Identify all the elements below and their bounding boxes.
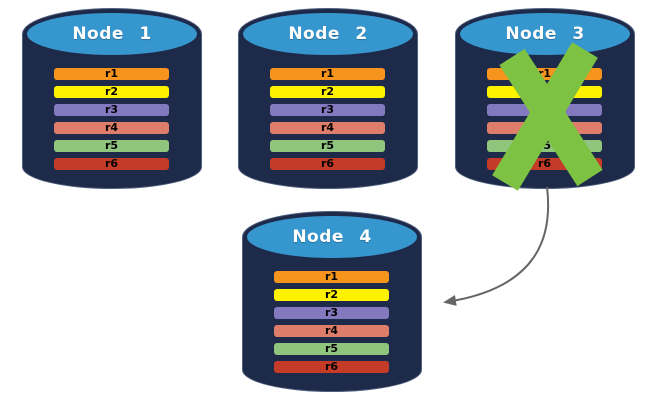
record-bar-r4: r4 — [54, 122, 169, 134]
record-bar-r2: r2 — [54, 86, 169, 98]
record-bar-r3: r3 — [54, 104, 169, 116]
node-1-cylinder-top: Node 1 — [27, 13, 197, 55]
node-failed-x-icon — [492, 42, 603, 191]
node-2-cylinder-top: Node 2 — [243, 13, 413, 55]
node-2-records: r1 r2 r3 r4 r5 r6 — [270, 68, 385, 170]
node-3-label: Node 3 — [505, 24, 585, 44]
record-bar-r5: r5 — [274, 343, 389, 355]
record-bar-r1: r1 — [270, 68, 385, 80]
node-1: Node 1 r1 r2 r3 r4 r5 r6 — [22, 8, 202, 189]
node-4-label: Node 4 — [292, 227, 372, 247]
record-bar-r4: r4 — [274, 325, 389, 337]
node-2-label: Node 2 — [288, 24, 368, 44]
node-1-records: r1 r2 r3 r4 r5 r6 — [54, 68, 169, 170]
record-bar-r6: r6 — [270, 158, 385, 170]
node-4-cylinder-top: Node 4 — [247, 216, 417, 258]
record-bar-r1: r1 — [274, 271, 389, 283]
record-bar-r4: r4 — [270, 122, 385, 134]
node-2: Node 2 r1 r2 r3 r4 r5 r6 — [238, 8, 418, 189]
record-bar-r2: r2 — [274, 289, 389, 301]
node-4: Node 4 r1 r2 r3 r4 r5 r6 — [242, 211, 422, 392]
record-bar-r2: r2 — [270, 86, 385, 98]
record-bar-r3: r3 — [274, 307, 389, 319]
record-bar-r6: r6 — [274, 361, 389, 373]
node-3-cylinder-top: Node 3 — [460, 13, 630, 55]
record-bar-r1: r1 — [54, 68, 169, 80]
node-3: Node 3 r1 r2 r3 r4 r5 r6 — [455, 8, 635, 191]
node-1-label: Node 1 — [72, 24, 152, 44]
node-4-records: r1 r2 r3 r4 r5 r6 — [274, 271, 389, 373]
record-bar-r3: r3 — [270, 104, 385, 116]
record-bar-r6: r6 — [54, 158, 169, 170]
record-bar-r5: r5 — [54, 140, 169, 152]
record-bar-r5: r5 — [270, 140, 385, 152]
